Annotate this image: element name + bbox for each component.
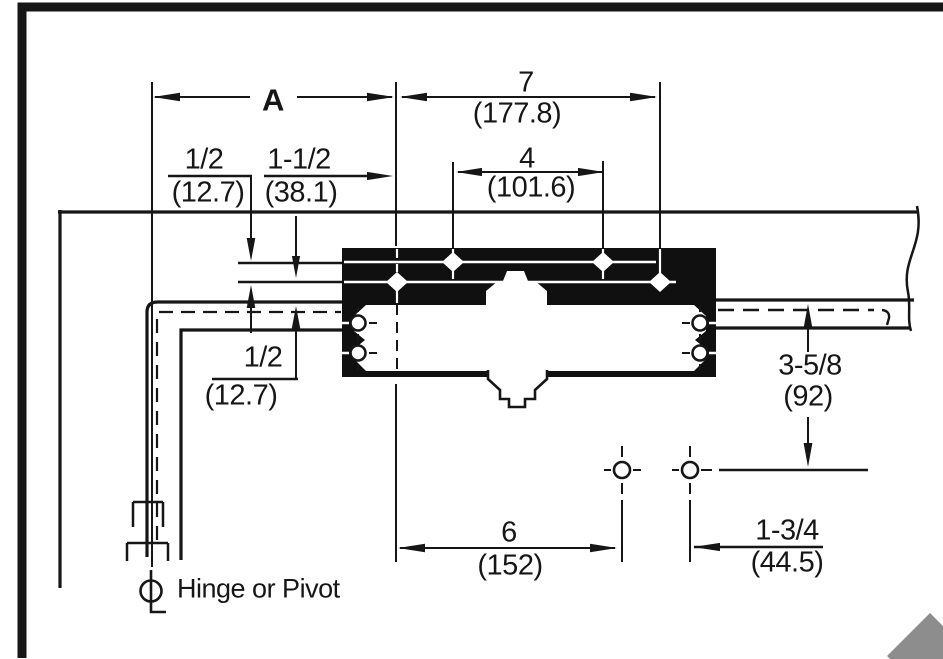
dim-a-label: A xyxy=(262,82,284,118)
body-hole-icon xyxy=(691,344,709,362)
dim-4-mm-label: (101.6) xyxy=(486,171,576,204)
dim-6-mm-label: (152) xyxy=(477,549,543,582)
mounting-hole-icon xyxy=(386,272,408,292)
break-line xyxy=(905,205,920,332)
body-hole-icon xyxy=(349,314,367,332)
frame-outline xyxy=(58,210,917,588)
body-hole-icon xyxy=(349,344,367,362)
dim-3-5-8-inches-label: 3-5/8 xyxy=(778,349,842,382)
closer-body-interior xyxy=(354,271,706,371)
arrowhead-icon xyxy=(367,92,394,102)
arrowhead-icon xyxy=(456,167,482,177)
dim-half-low-inches-label: 1/2 xyxy=(243,341,283,374)
dim-1-1-2-inches-label: 1-1/2 xyxy=(267,143,331,176)
arrowhead-icon xyxy=(630,92,657,102)
shoe-hole-ticks xyxy=(604,446,712,494)
dim-half-low-mm-label: (12.7) xyxy=(204,379,278,412)
body-hole-icon xyxy=(691,314,709,332)
arrowhead-icon xyxy=(398,543,425,553)
mounting-hole-markers xyxy=(386,252,671,292)
dim-1-3-4-inches-label: 1-3/4 xyxy=(755,514,819,547)
arrowhead-icon xyxy=(590,543,617,553)
dim-half-top-inches-label: 1/2 xyxy=(184,143,224,176)
arrowhead-icon xyxy=(291,306,301,329)
mounting-hole-icon xyxy=(649,272,671,292)
mounting-hole-icon xyxy=(442,252,464,272)
hinge-symbol xyxy=(125,500,170,561)
dim-1-3-4-mm-label: (44.5) xyxy=(750,546,824,579)
centerline-stem xyxy=(149,570,166,614)
arrowhead-icon xyxy=(367,171,393,181)
centerline-symbol-icon xyxy=(139,570,166,614)
body-corner-holes xyxy=(340,306,718,370)
spindle-tab xyxy=(486,370,549,409)
arrowhead-icon xyxy=(246,285,256,308)
dim-6-inches-label: 6 xyxy=(501,516,517,549)
dim-half-top-mm-label: (12.7) xyxy=(171,176,245,209)
dimension-arrowheads xyxy=(153,92,813,553)
arrowhead-icon xyxy=(803,304,813,328)
dim-4-inches-label: 4 xyxy=(519,142,535,175)
shoe-hole-icon xyxy=(680,460,700,480)
door-shoe-holes xyxy=(604,446,712,494)
arrowhead-icon xyxy=(693,542,720,552)
door-face-line-left xyxy=(145,300,342,557)
dim-7-mm-label: (177.8) xyxy=(472,97,562,130)
door-centerline-hook xyxy=(881,308,891,326)
dim-1-1-2-mm-label: (38.1) xyxy=(264,176,338,209)
dim-7-inches-label: 7 xyxy=(518,66,534,99)
body-hole-border-ticks xyxy=(340,321,718,355)
closer-body xyxy=(340,248,718,409)
hinge-knuckle-upper xyxy=(131,500,165,527)
arrowhead-icon xyxy=(153,92,180,102)
mounting-hole-icon xyxy=(592,252,614,272)
dim-3-5-8-mm-label: (92) xyxy=(783,380,833,413)
shoe-hole-icon xyxy=(612,460,632,480)
arrowhead-icon xyxy=(400,92,427,102)
arrowhead-icon xyxy=(803,443,813,467)
arrowhead-icon xyxy=(578,167,604,177)
body-hole-ticks xyxy=(357,306,701,370)
arrowhead-icon xyxy=(291,256,301,278)
corner-shadow xyxy=(887,613,943,659)
extension-lines xyxy=(151,82,868,567)
door-inner-face-line-left xyxy=(179,328,342,560)
page-border xyxy=(17,2,943,658)
arrowhead-icon xyxy=(246,238,256,261)
hinge-knuckle-lower xyxy=(125,541,170,561)
hinge-or-pivot-label: Hinge or Pivot xyxy=(177,573,340,604)
